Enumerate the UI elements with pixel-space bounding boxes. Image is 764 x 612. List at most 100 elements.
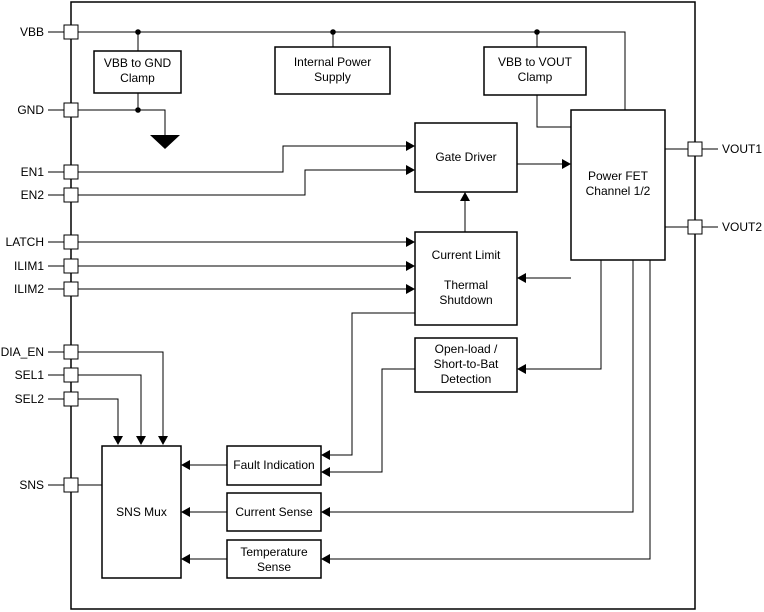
gate-driver-box xyxy=(414,122,518,193)
pin-vbb xyxy=(63,24,79,40)
pin-latch xyxy=(63,234,79,250)
pin-dia-en-label: DIA_EN xyxy=(1,345,44,359)
internal-power-supply-box xyxy=(274,46,391,95)
pin-latch-label: LATCH xyxy=(6,235,44,249)
pin-sns-label: SNS xyxy=(19,478,44,492)
vbb-gnd-clamp-box xyxy=(93,50,182,94)
vbb-rail xyxy=(78,31,626,110)
fault-indication-label: Fault Indication xyxy=(233,458,314,472)
ground-icon xyxy=(150,135,180,149)
pin-ilim1 xyxy=(63,258,79,274)
current-sense-label: Current Sense xyxy=(235,505,313,519)
vbb-gnd-clamp-label-line1: VBB to GND xyxy=(104,56,172,70)
block-openload-detection: Open-load / Short-to-Bat Detection xyxy=(414,337,518,393)
power-fet-box xyxy=(570,109,666,261)
pin-vbb-label: VBB xyxy=(20,25,44,39)
vout-clamp-to-fet-wire xyxy=(536,95,571,128)
openload-label-line1: Open-load / xyxy=(435,342,498,356)
arrow-right-icon xyxy=(406,165,415,175)
arrow-left-icon xyxy=(181,460,190,470)
junction-dot xyxy=(135,29,141,35)
thermal-shutdown-label-line1: Thermal xyxy=(444,278,488,292)
block-temperature-sense: Temperature Sense xyxy=(226,539,322,579)
arrow-left-icon xyxy=(181,554,190,564)
internal-power-supply-label-line2: Supply xyxy=(314,70,351,84)
block-vbb-gnd-clamp: VBB to GND Clamp xyxy=(93,50,182,94)
pin-sel1 xyxy=(63,367,79,383)
junction-dots xyxy=(135,29,540,113)
junction-dot xyxy=(135,107,141,113)
pin-ilim1-label: ILIM1 xyxy=(14,259,44,273)
pin-vout2 xyxy=(687,219,703,235)
pins-right: VOUT1 VOUT2 xyxy=(687,141,762,235)
power-fet-label-line2: Channel 1/2 xyxy=(586,184,651,198)
arrow-up-icon xyxy=(460,192,470,201)
block-current-limit-thermal-shutdown: Current Limit Thermal Shutdown xyxy=(414,231,518,326)
pin-en1 xyxy=(63,164,79,180)
pin-en2 xyxy=(63,187,79,203)
openload-to-fault-wire xyxy=(330,368,415,473)
arrow-left-icon xyxy=(517,273,526,283)
arrow-left-icon xyxy=(517,364,526,374)
arrow-right-icon xyxy=(406,237,415,247)
pin-en1-label: EN1 xyxy=(21,165,45,179)
arrow-left-icon xyxy=(321,467,330,477)
arrow-left-icon xyxy=(321,507,330,517)
arrowheads xyxy=(113,141,571,564)
pin-gnd xyxy=(63,102,79,118)
thermal-shutdown-label-line2: Shutdown xyxy=(439,293,492,307)
sel2-wire xyxy=(78,398,119,436)
openload-detection-box xyxy=(414,337,518,393)
vbb-vout-clamp-box xyxy=(483,46,587,96)
openload-label-line2: Short-to-Bat xyxy=(434,357,499,371)
fet-to-temperature-sense-wire xyxy=(330,260,651,560)
internal-power-supply-label-line1: Internal Power xyxy=(294,55,371,69)
arrow-down-icon xyxy=(136,436,146,445)
current-limit-box xyxy=(414,231,518,326)
block-internal-power-supply: Internal Power Supply xyxy=(274,46,391,95)
en2-wire xyxy=(78,169,406,196)
block-sns-mux: SNS Mux xyxy=(101,445,182,579)
chip-outline xyxy=(70,1,696,610)
vbb-vout-clamp-label-line2: Clamp xyxy=(518,70,553,84)
pin-dia-en xyxy=(63,344,79,360)
arrow-right-icon xyxy=(406,261,415,271)
sns-mux-label: SNS Mux xyxy=(116,505,167,519)
junction-dot xyxy=(534,29,540,35)
pin-ilim2-label: ILIM2 xyxy=(14,282,44,296)
fet-to-openload-wire xyxy=(526,260,602,370)
pin-en2-label: EN2 xyxy=(21,188,45,202)
arrow-left-icon xyxy=(321,450,330,460)
fault-indication-box xyxy=(226,445,322,486)
vbb-vout-clamp-label-line1: VBB to VOUT xyxy=(498,55,573,69)
wires xyxy=(48,31,718,560)
arrow-down-icon xyxy=(158,436,168,445)
pin-vout1-label: VOUT1 xyxy=(722,142,762,156)
block-gate-driver: Gate Driver xyxy=(414,122,518,193)
limit-to-fault-wire xyxy=(330,312,415,456)
arrow-left-icon xyxy=(181,507,190,517)
temperature-sense-label-line2: Sense xyxy=(257,560,291,574)
dia-en-wire xyxy=(78,351,164,436)
pin-vout2-label: VOUT2 xyxy=(722,220,762,234)
pin-sel1-label: SEL1 xyxy=(15,368,45,382)
sel1-wire xyxy=(78,374,142,436)
arrow-down-icon xyxy=(113,436,123,445)
temperature-sense-label-line1: Temperature xyxy=(240,545,308,559)
openload-label-line3: Detection xyxy=(441,372,492,386)
arrow-right-icon xyxy=(562,159,571,169)
pin-sns xyxy=(63,477,79,493)
block-vbb-vout-clamp: VBB to VOUT Clamp xyxy=(483,46,587,96)
arrow-left-icon xyxy=(321,554,330,564)
power-fet-label-line1: Power FET xyxy=(588,169,649,183)
pins-left: VBB GND EN1 EN2 LATCH ILIM1 ILIM2 DIA_EN… xyxy=(1,24,79,493)
block-fault-indication: Fault Indication xyxy=(226,445,322,486)
current-limit-label: Current Limit xyxy=(432,248,501,262)
temperature-sense-box xyxy=(226,539,322,579)
gate-driver-label: Gate Driver xyxy=(435,150,496,164)
sns-mux-box xyxy=(101,445,182,579)
arrow-right-icon xyxy=(406,141,415,151)
block-current-sense: Current Sense xyxy=(226,492,322,532)
gnd-wire xyxy=(78,109,166,135)
